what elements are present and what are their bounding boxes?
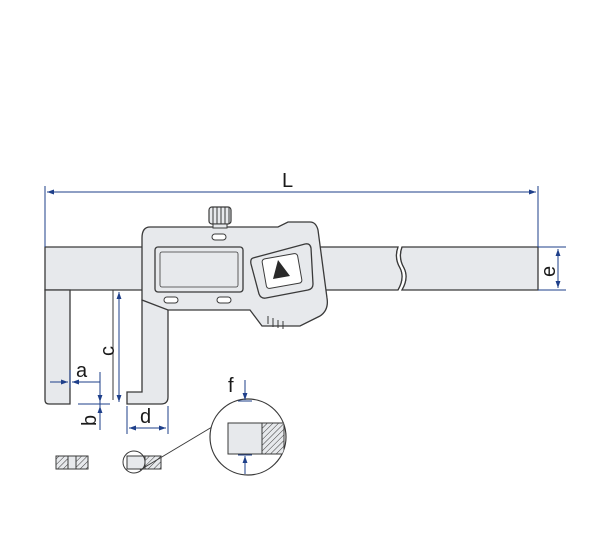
top-button[interactable] (211, 233, 227, 241)
fixed-jaw (44, 289, 114, 405)
lcd-display (154, 246, 244, 293)
slider-head (141, 221, 328, 329)
knurled-wheel-icon (208, 206, 232, 229)
dimension-d: d (126, 406, 169, 434)
label-L: L (282, 170, 293, 192)
right-button[interactable] (216, 296, 232, 304)
dimension-e: e (538, 246, 566, 291)
play-triangle-icon (273, 260, 290, 279)
label-c: c (97, 346, 119, 356)
label-f: f (228, 375, 234, 397)
label-a: a (76, 360, 88, 382)
detail-leader (139, 426, 213, 471)
label-b: b (79, 415, 101, 426)
section-view-right (122, 450, 162, 474)
left-button[interactable] (163, 296, 179, 304)
label-e: e (538, 266, 560, 277)
label-d: d (140, 406, 151, 428)
section-view-left (55, 455, 89, 470)
dimension-c: c (97, 292, 122, 402)
detail-magnifier: f (209, 375, 287, 476)
sliding-jaw (126, 299, 169, 405)
dimension-L: L (44, 170, 539, 247)
dimension-b: b (78, 386, 110, 430)
